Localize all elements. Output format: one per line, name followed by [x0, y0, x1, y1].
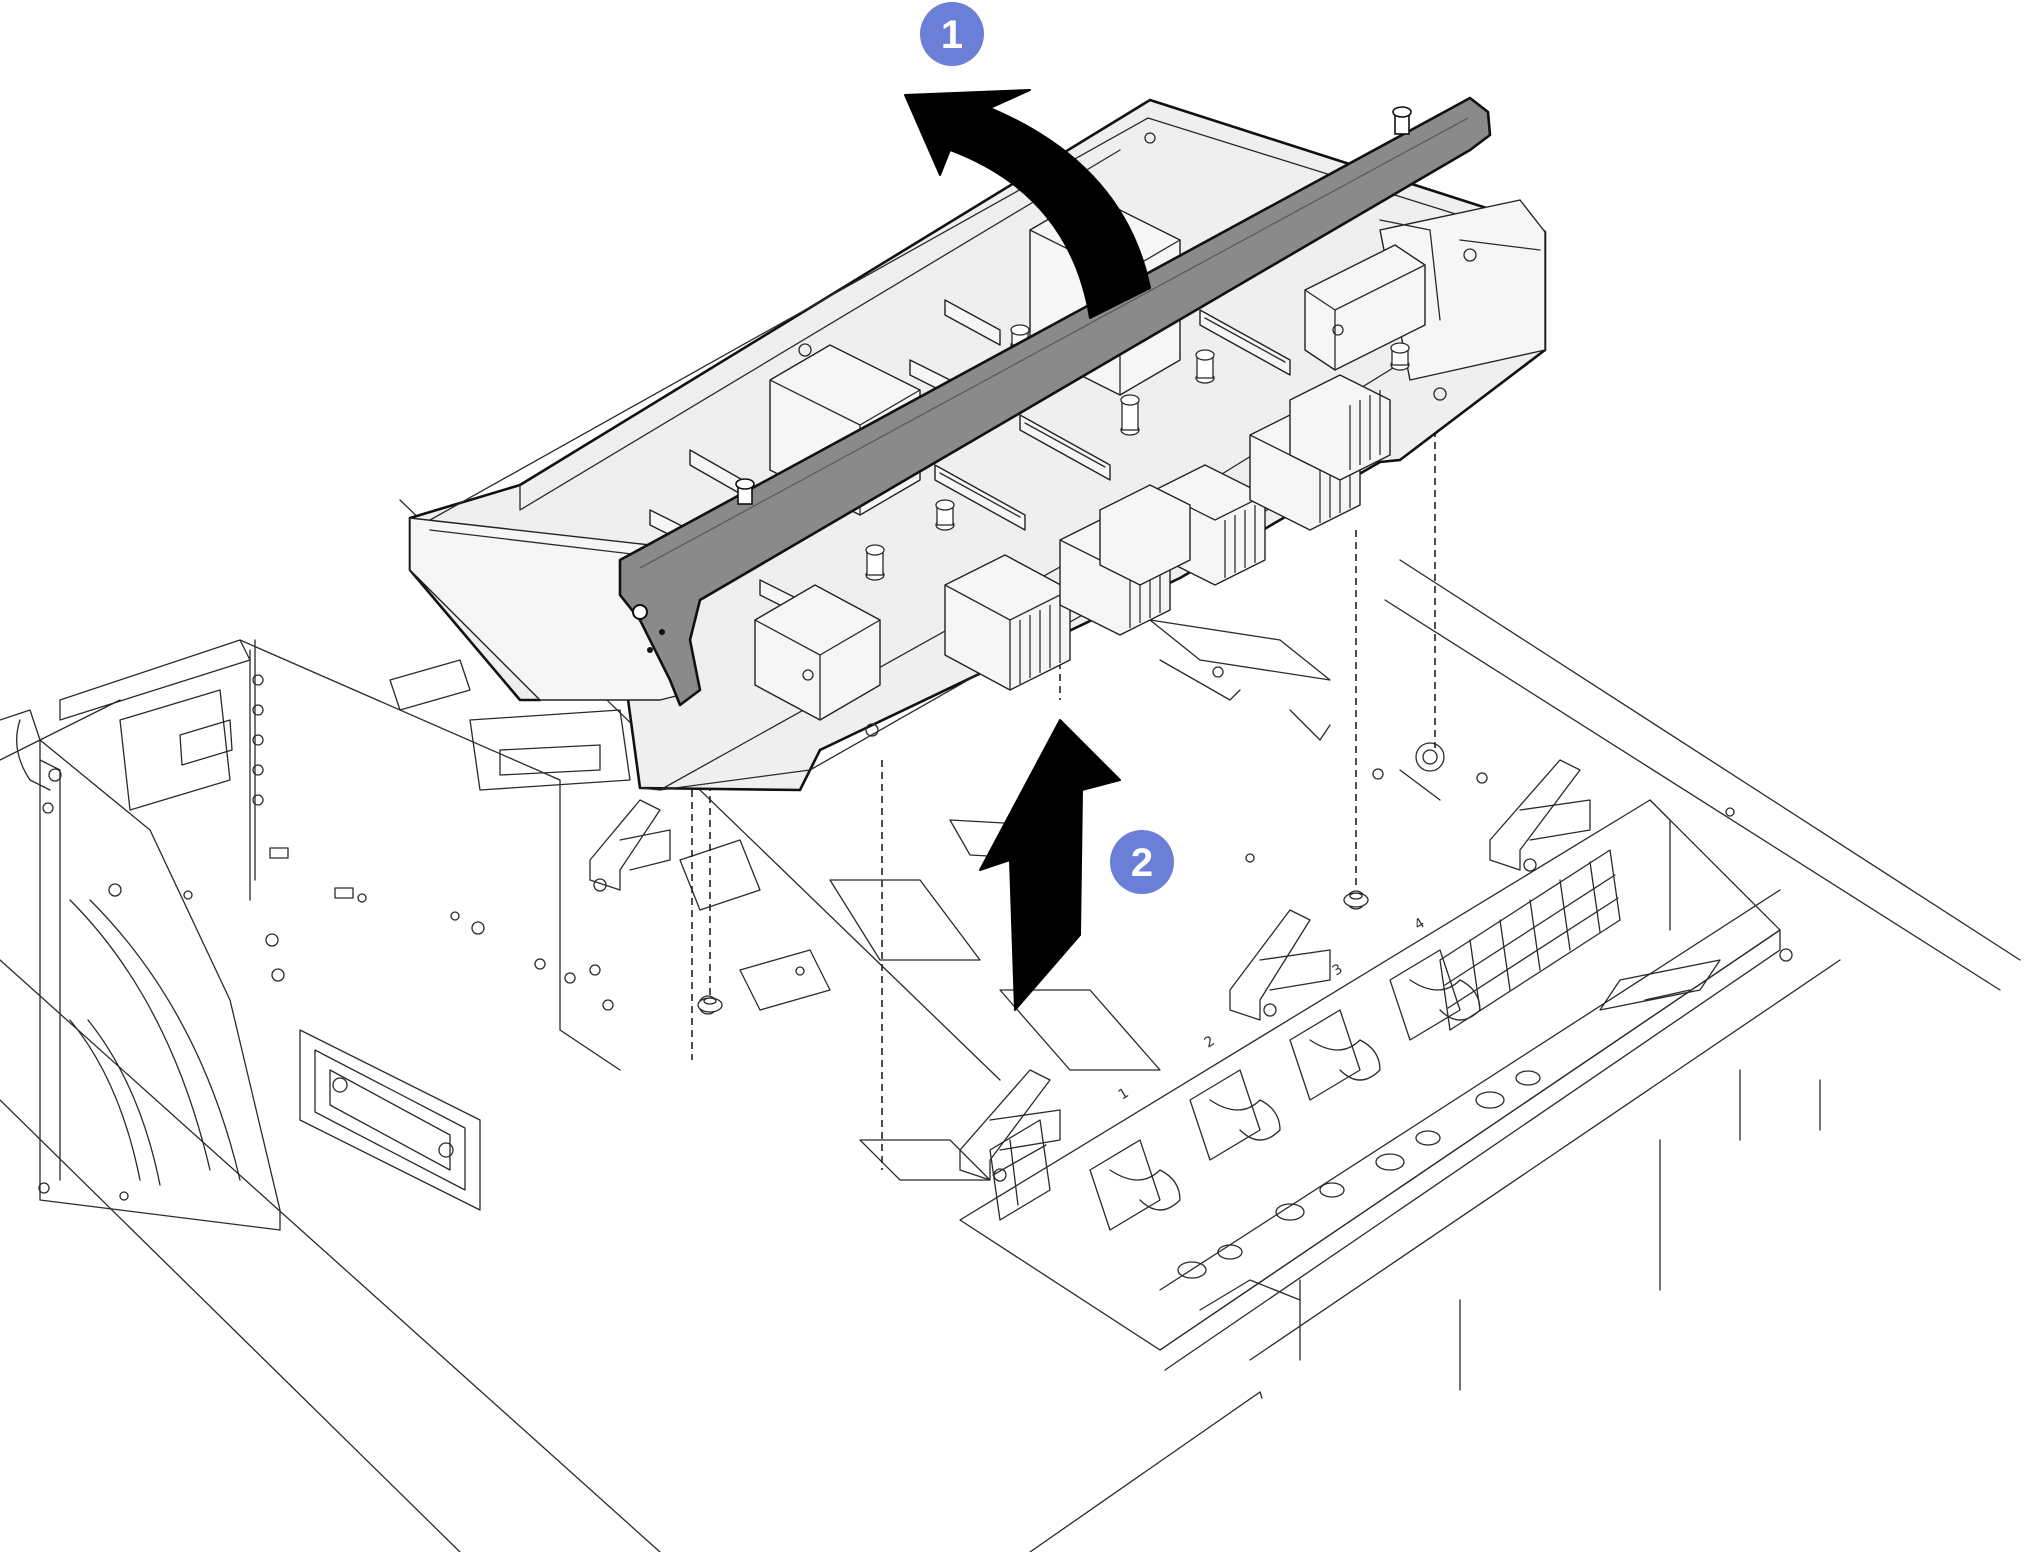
card-slot [944, 299, 1001, 346]
voltage-regulator-block [754, 584, 881, 721]
callout-1-badge [920, 2, 984, 66]
thumbscrew [865, 544, 885, 581]
rotate-arrow-icon [904, 89, 1151, 319]
latch [589, 799, 671, 892]
card-slot [934, 464, 1026, 531]
cable-connector [1289, 374, 1391, 481]
power-connector [1189, 1069, 1281, 1161]
lift-arrow-icon [979, 719, 1121, 1011]
card-slot [1199, 309, 1291, 376]
cable-connector [1099, 484, 1191, 586]
callout-2-label: 2 [1131, 841, 1153, 885]
thumbscrew [1120, 394, 1140, 436]
step-callout-1: 1 [920, 2, 984, 66]
callout-2-badge [1110, 830, 1174, 894]
thumbscrew [1390, 342, 1410, 371]
callout-1-label: 1 [941, 13, 963, 57]
standoff [1343, 892, 1369, 908]
thumbscrew [1195, 349, 1215, 384]
power-connector [1089, 1139, 1181, 1231]
step-callout-2: 2 [1110, 830, 1174, 894]
port-number-1: 1 [1116, 1085, 1132, 1103]
latch [959, 1069, 1061, 1182]
standoff [697, 997, 723, 1013]
port-number-4: 4 [1412, 915, 1428, 933]
lift-handle [618, 96, 1492, 707]
latch [1489, 759, 1591, 872]
server-chassis: 1 2 3 4 [0, 499, 2021, 1552]
voltage-regulator-block [1304, 244, 1426, 371]
latch [1229, 909, 1331, 1021]
power-connector [1389, 949, 1481, 1041]
port-number-2: 2 [1202, 1033, 1218, 1051]
thumbscrew [935, 499, 955, 531]
vent-grid [989, 849, 1621, 1221]
power-connector [1289, 1009, 1381, 1101]
card-slot [1019, 414, 1111, 481]
port-number-3: 3 [1330, 961, 1346, 979]
cable-connector [944, 554, 1071, 691]
